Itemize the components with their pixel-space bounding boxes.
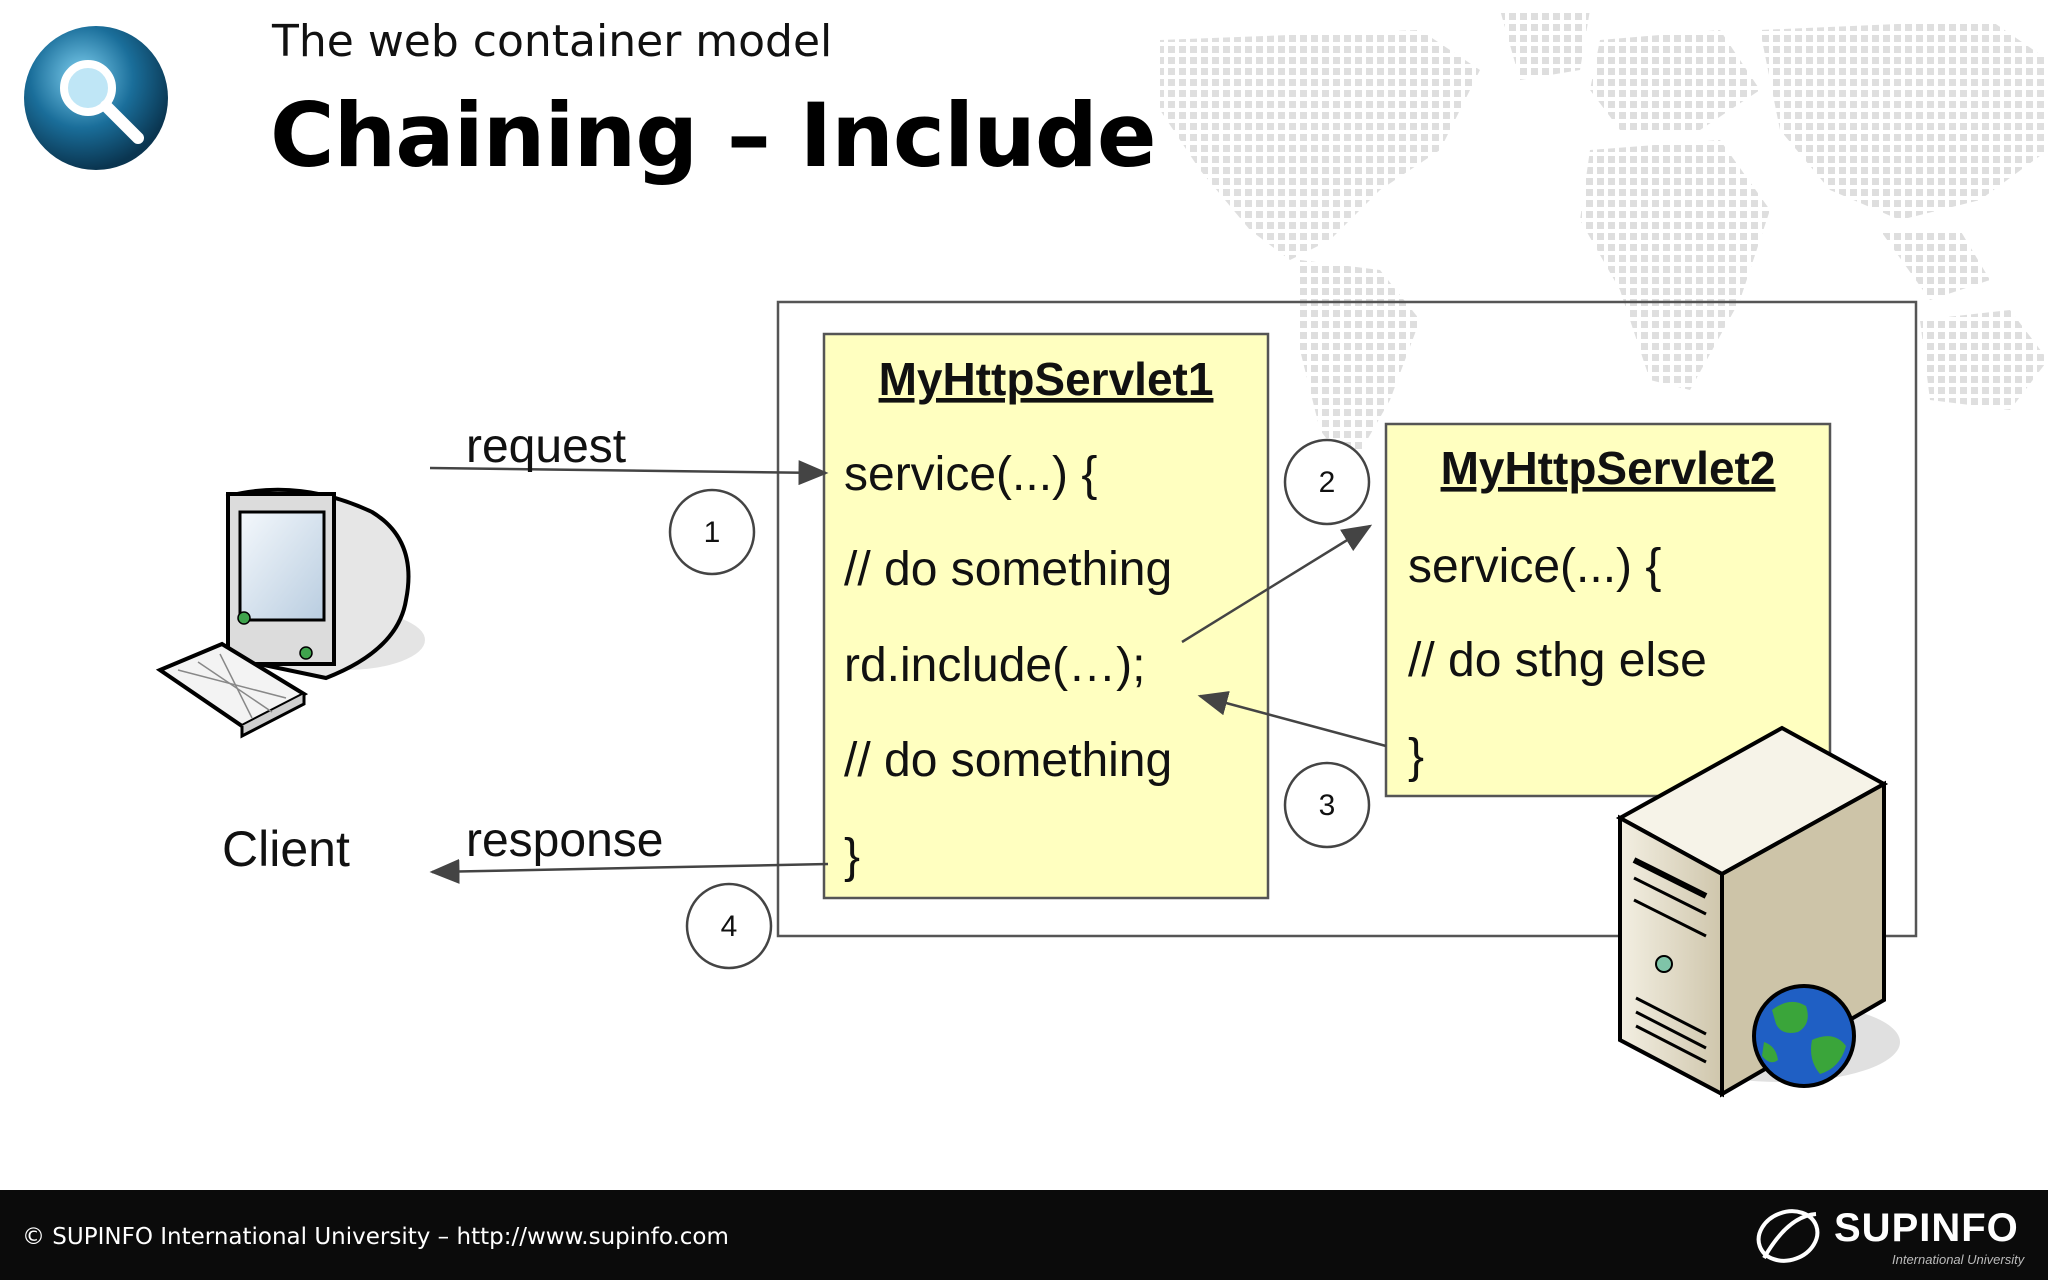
slide-subtitle: The web container model <box>272 16 833 67</box>
servlet2-line: service(...) { <box>1408 540 1661 593</box>
computer-icon <box>155 487 425 739</box>
web-container-frame <box>776 300 1918 938</box>
footer-copyright: © SUPINFO International University – htt… <box>22 1224 729 1250</box>
servlet1-name: MyHttpServlet1 <box>879 353 1214 405</box>
step-4-marker: 4 <box>685 882 773 970</box>
servlet1-line: // do something <box>844 543 1172 596</box>
servlet1-line: // do something <box>844 734 1172 787</box>
step-3-marker: 3 <box>1283 761 1371 849</box>
slide-title: Chaining – Include <box>270 84 1157 187</box>
globe-icon <box>1752 984 1856 1088</box>
include-arrow <box>1181 524 1373 644</box>
chaining-diagram: MyHttpServlet1 service(...) { // do some… <box>155 300 1918 1098</box>
client-label: Client <box>222 821 350 877</box>
servlet2-line: } <box>1408 730 1424 783</box>
servlet1-line: rd.include(…); <box>844 639 1145 692</box>
servlet1-box: MyHttpServlet1 service(...) { // do some… <box>822 332 1270 900</box>
response-label: response <box>466 814 663 867</box>
footer-brand-tagline: International University <box>1892 1252 2025 1267</box>
return-arrow <box>1197 691 1387 748</box>
request-label: request <box>466 420 626 473</box>
step-1-marker: 1 <box>668 488 756 576</box>
servlet2-line: // do sthg else <box>1408 634 1707 687</box>
step-number: 3 <box>1319 789 1336 822</box>
step-number: 2 <box>1319 466 1336 499</box>
step-number: 1 <box>704 516 721 549</box>
step-2-marker: 2 <box>1283 438 1371 526</box>
footer-bar: © SUPINFO International University – htt… <box>0 1190 2048 1280</box>
response-arrow <box>429 858 829 884</box>
supinfo-logo-icon <box>1756 1209 1820 1263</box>
magnifier-icon <box>24 26 168 170</box>
step-number: 4 <box>721 910 738 943</box>
request-arrow <box>429 460 829 486</box>
servlet2-box: MyHttpServlet2 service(...) { // do sthg… <box>1384 422 1832 798</box>
servlet2-name: MyHttpServlet2 <box>1441 442 1776 494</box>
servlet1-line: } <box>844 830 860 883</box>
servlet1-line: service(...) { <box>844 448 1097 501</box>
footer-brand-name: SUPINFO <box>1834 1206 2019 1250</box>
